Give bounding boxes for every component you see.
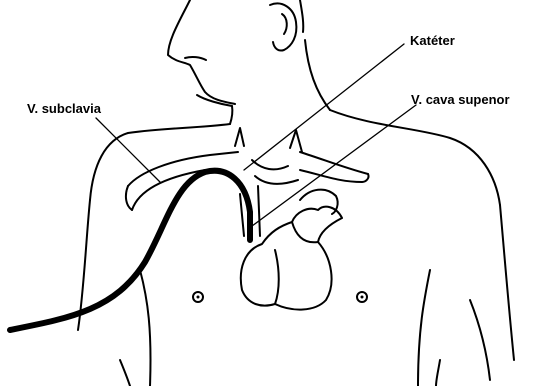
heart-inner — [292, 222, 318, 242]
subclavian-vein-tip — [126, 186, 132, 210]
right-subclavian-upper — [300, 152, 368, 174]
superior-vena-cava-label: V. cava supenor — [411, 92, 510, 107]
heart-division — [275, 250, 279, 304]
jugular-vein-right — [290, 130, 302, 152]
lower-torso-right — [436, 360, 440, 386]
catheter — [10, 171, 250, 330]
lower-torso-left — [120, 360, 130, 386]
leader-line-kateter — [244, 44, 404, 170]
right-arm-inner — [470, 300, 490, 380]
right-arm-outer — [500, 205, 514, 360]
left-torso-side — [140, 270, 151, 386]
right-subclavian-lower — [300, 170, 362, 182]
catheter-label: Katéter — [410, 33, 455, 48]
right-shoulder — [330, 110, 500, 205]
chin-line — [197, 95, 232, 106]
left-shoulder — [90, 124, 230, 200]
subclavian-vein-label: V. subclavia — [27, 101, 101, 116]
jugular-vein-left — [235, 128, 244, 146]
neck-right — [305, 40, 330, 110]
ear-inner — [282, 14, 287, 34]
right-subclavian-tip — [362, 174, 369, 182]
mouth — [185, 57, 206, 60]
right-torso-side — [418, 270, 430, 386]
hair-line — [300, 0, 303, 32]
right-nipple — [357, 292, 367, 302]
left-nipple — [193, 292, 203, 302]
face-outline — [168, 0, 235, 104]
brachiocephalic-vein — [252, 160, 298, 184]
neck-left — [230, 106, 232, 124]
ear — [270, 4, 296, 51]
